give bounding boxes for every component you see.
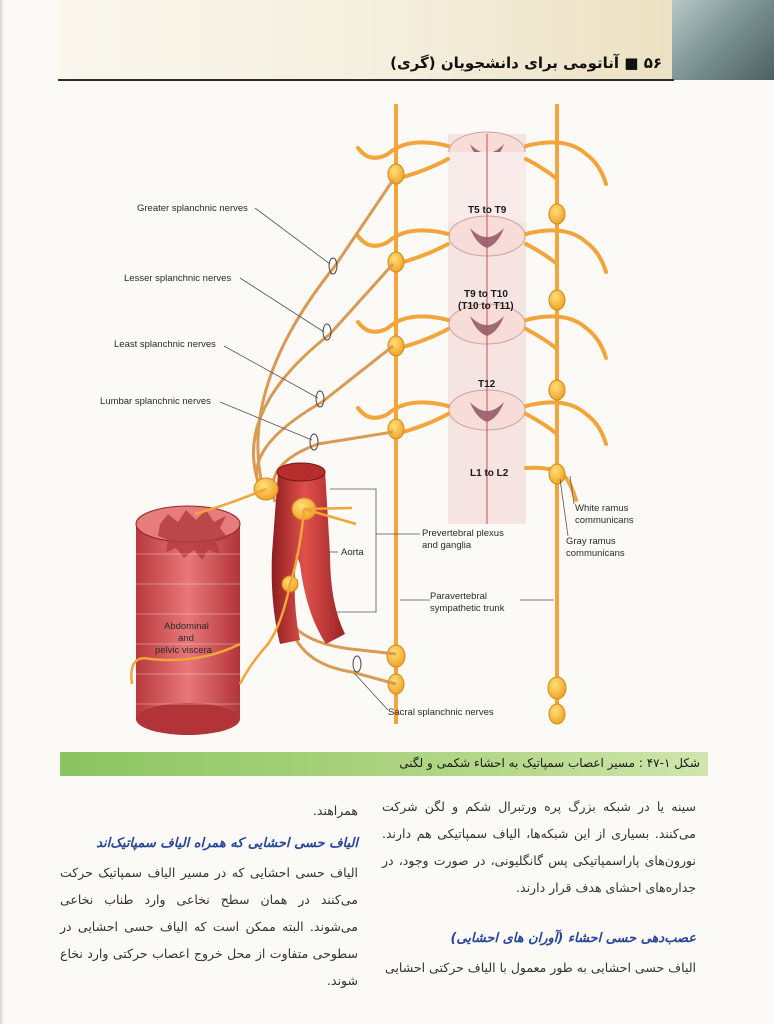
label-least-splanchnic: Least splanchnic nerves: [114, 339, 216, 350]
label-sacral-splanchnic: Sacral splanchnic nerves: [388, 707, 494, 718]
label-segment-t9-t10: T9 to T10: [464, 289, 508, 300]
label-greater-splanchnic: Greater splanchnic nerves: [137, 203, 248, 214]
spinal-cord: [448, 131, 526, 524]
abdominal-viscera: [135, 505, 241, 735]
visceral-fibers: [130, 487, 357, 685]
label-gray-ramus-2: communicans: [566, 548, 625, 559]
left-paragraph-1: الیاف حسی احشایی که در مسیر الیاف سمپاتی…: [60, 865, 358, 988]
label-segment-t5-t9: T5 to T9: [468, 205, 507, 216]
label-segment-t12: T12: [478, 379, 496, 390]
label-lumbar-splanchnic: Lumbar splanchnic nerves: [100, 396, 211, 407]
aorta-vessel: [271, 462, 345, 644]
right-paragraph-2: الیاف حسی احشایی به طور معمول با الیاف ح…: [385, 960, 696, 975]
trunk-ganglia: [386, 163, 567, 725]
label-segment-t10-t11: (T10 to T11): [458, 301, 514, 312]
left-section-heading: الیاف حسی احشایی که همراه الیاف سمپاتیک‌…: [96, 836, 358, 851]
right-paragraph-1: سینه یا در شبکه بزرگ پره ورتبرال شکم و ل…: [382, 799, 696, 895]
left-text-column: همراهند. الیاف حسی احشایی که همراه الیاف…: [60, 797, 358, 994]
left-paragraph-0: همراهند.: [312, 803, 358, 818]
header-rule: [58, 79, 674, 81]
page-edge-shadow: [0, 0, 4, 1024]
label-white-ramus-2: communicans: [575, 515, 634, 526]
header-band: [58, 0, 674, 80]
running-header-text: ۵۶ ■ آناتومی برای دانشجویان (گری): [390, 54, 662, 72]
label-lesser-splanchnic: Lesser splanchnic nerves: [124, 273, 231, 284]
label-gray-ramus-1: Gray ramus: [566, 536, 616, 547]
corner-photo: [672, 0, 774, 80]
right-text-column: سینه یا در شبکه بزرگ پره ورتبرال شکم و ل…: [382, 793, 696, 981]
figure-caption: شکل ۱-۴۷ : مسیر اعصاب سمپاتیک به احشاء ش…: [399, 756, 700, 770]
label-viscera-line3: pelvic viscera: [155, 645, 213, 656]
sympathetic-pathways-figure: Greater splanchnic nerves Lesser splanch…: [100, 104, 634, 735]
label-paravertebral-1: Paravertebral: [430, 591, 487, 602]
label-prevertebral-2: and ganglia: [422, 540, 472, 551]
right-section-heading: عصب‌دهی حسی احشاء (آوران های احشایی): [450, 931, 696, 946]
figure-caption-bar: شکل ۱-۴۷ : مسیر اعصاب سمپاتیک به احشاء ش…: [60, 752, 708, 776]
label-prevertebral-1: Prevertebral plexus: [422, 528, 504, 539]
splanchnic-markers: [309, 257, 362, 673]
label-aorta: Aorta: [341, 547, 364, 558]
label-paravertebral-2: sympathetic trunk: [430, 603, 505, 614]
label-white-ramus-1: White ramus: [575, 503, 629, 514]
running-header: ۵۶ ■ آناتومی برای دانشجویان (گری): [390, 54, 662, 72]
label-segment-l1-l2: L1 to L2: [470, 468, 509, 479]
label-viscera-line1: Abdominal: [164, 621, 209, 632]
label-viscera-line2: and: [178, 633, 194, 644]
leader-lines: [219, 207, 575, 711]
